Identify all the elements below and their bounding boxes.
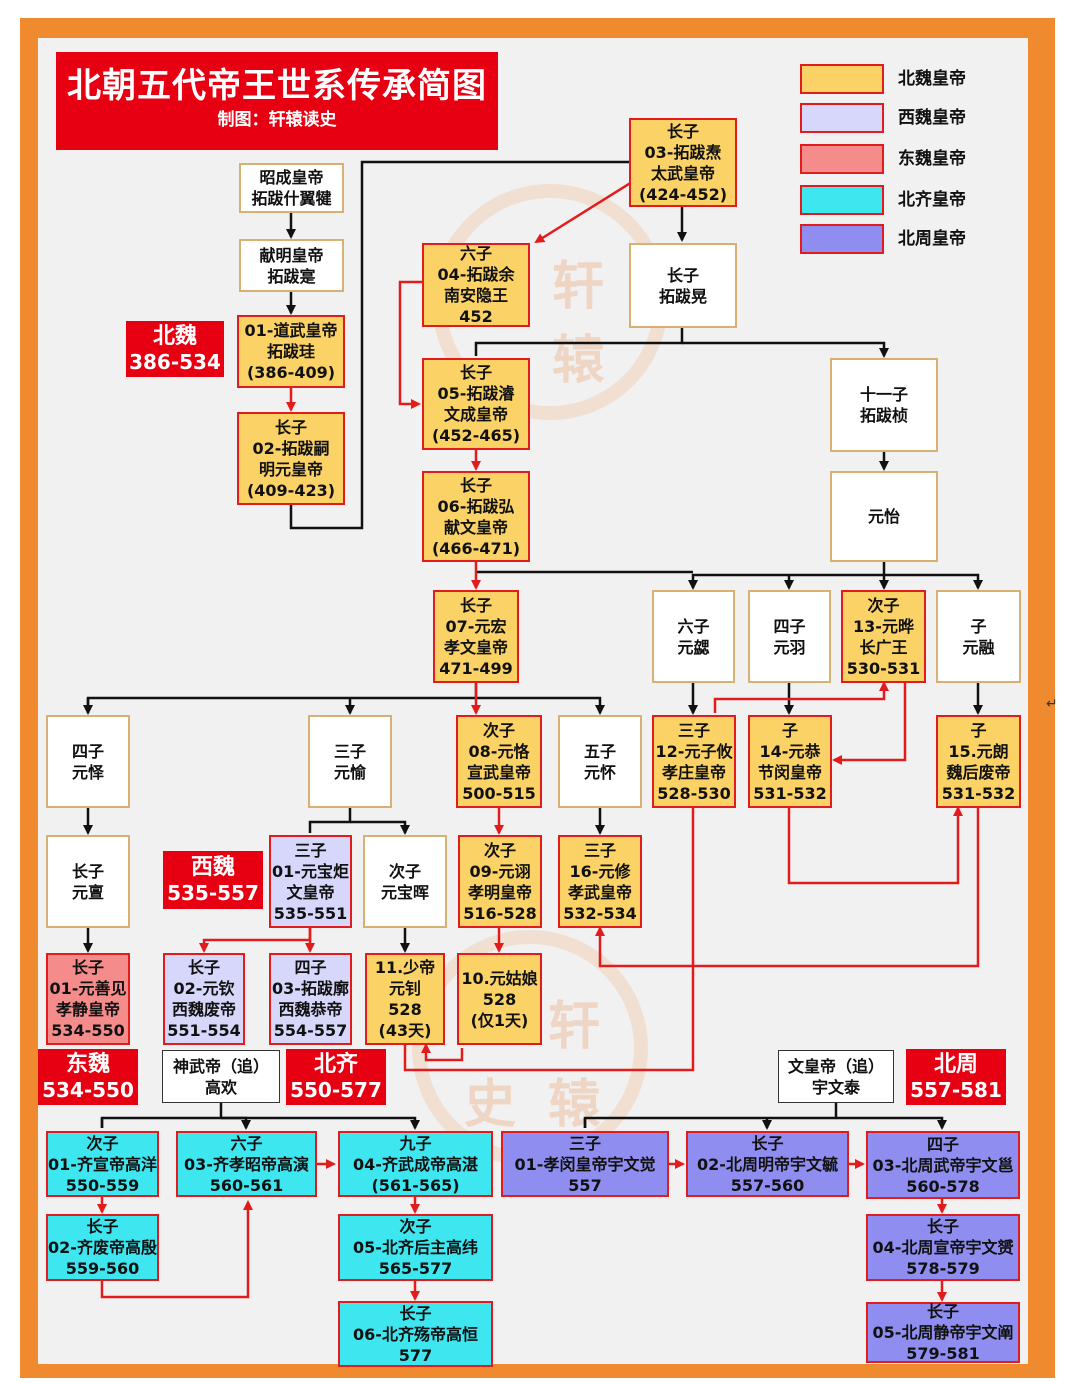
- watermark-char: 轩: [552, 257, 605, 317]
- node-yuanyu-4: 四子元羽: [748, 590, 831, 683]
- node-tuobazhen: 十一子拓跋桢: [830, 358, 938, 452]
- return-mark-icon: ↵: [1046, 696, 1058, 712]
- legend-label: 北周皇帝: [898, 229, 966, 249]
- node-gaohuan: 神武帝（追）高欢: [162, 1050, 280, 1103]
- legend-label: 北魏皇帝: [898, 69, 966, 89]
- page-title: 北朝五代帝王世系传承简图: [67, 66, 487, 106]
- node-yuanbaohui: 次子元宝晖: [363, 835, 447, 928]
- node-yuanrong: 子元融: [936, 590, 1021, 683]
- watermark-char: 轩: [548, 997, 601, 1057]
- node-xianming: 献明皇帝拓跋寔: [239, 239, 344, 292]
- node-daowu: 01-道武皇帝拓跋珪(386-409): [237, 315, 345, 388]
- legend-label: 西魏皇帝: [898, 108, 966, 128]
- node-yuanyi-4: 四子元怿: [46, 715, 130, 808]
- node-yuanyi: 元怡: [830, 471, 938, 562]
- node-yuwentai: 文皇帝（追）宇文泰: [778, 1050, 894, 1103]
- watermark-char: 辕: [548, 1075, 601, 1135]
- node-yuanxie: 六子元勰: [652, 590, 735, 683]
- title-banner: 北朝五代帝王世系传承简图 制图：轩辕读史: [56, 52, 498, 150]
- node-tuobahuang: 长子拓跋晃: [629, 243, 737, 328]
- node-yuanyu-3: 三子元愉: [308, 715, 392, 808]
- watermark-char: 史: [464, 1075, 517, 1135]
- legend-label: 东魏皇帝: [898, 149, 966, 169]
- node-zhaocheng: 昭成皇帝拓跋什翼犍: [239, 163, 344, 213]
- legend-swatch-beizhou: [800, 224, 884, 254]
- legend-label: 北齐皇帝: [898, 190, 966, 210]
- legend-swatch-beiqi: [800, 185, 884, 215]
- legend-swatch-beiwei: [800, 64, 884, 94]
- legend-swatch-xiwei: [800, 103, 884, 133]
- node-yuandan: 长子元亶: [46, 835, 130, 928]
- legend-swatch-dongwei: [800, 144, 884, 174]
- node-yuanhuai: 五子元怀: [558, 715, 642, 808]
- watermark-char: 辕: [552, 331, 605, 391]
- page-subtitle: 制图：轩辕读史: [217, 110, 337, 130]
